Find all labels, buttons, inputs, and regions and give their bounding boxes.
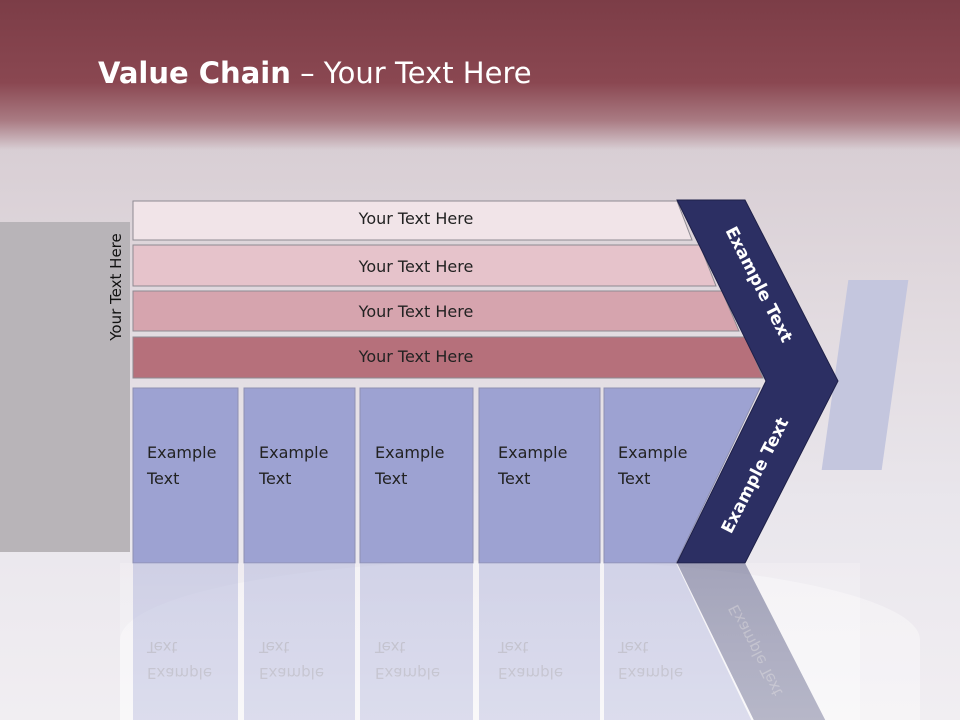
support-row: Your Text Here <box>132 336 764 379</box>
primary-column-shape <box>359 387 474 564</box>
support-row-label: Your Text Here <box>358 209 474 228</box>
primary-column: Example Text <box>132 387 239 564</box>
primary-column-line1: Example <box>618 443 687 462</box>
title-bar <box>0 0 960 150</box>
primary-column-shape <box>243 387 356 564</box>
primary-column-line2: Text <box>146 469 179 488</box>
primary-column-shape <box>478 387 601 564</box>
title-bold: Value Chain <box>98 56 291 90</box>
primary-column-line1: Example <box>498 443 567 462</box>
support-row-shape <box>132 200 693 241</box>
support-row-shape <box>132 336 764 379</box>
primary-column-line1: Example <box>147 443 216 462</box>
support-row: Your Text Here <box>132 200 693 241</box>
support-row: Your Text Here <box>132 244 717 287</box>
primary-column-shape <box>132 387 239 564</box>
support-row-shape <box>132 244 717 287</box>
support-row-shape <box>132 290 740 332</box>
primary-column: Example Text <box>359 387 474 564</box>
primary-column-line2: Text <box>258 469 291 488</box>
primary-column-line2: Text <box>374 469 407 488</box>
support-rows: Your Text Here Your Text Here Your Text … <box>132 200 764 379</box>
reflection-fade <box>120 563 860 720</box>
primary-column-line1: Example <box>259 443 328 462</box>
primary-column-line2: Text <box>497 469 530 488</box>
title-rest: – Your Text Here <box>290 56 532 90</box>
primary-column: Example Text <box>478 387 601 564</box>
primary-column: Example Text <box>243 387 356 564</box>
support-row-label: Your Text Here <box>358 347 474 366</box>
support-row-label: Your Text Here <box>358 302 474 321</box>
background-monitor <box>0 222 130 552</box>
support-row: Your Text Here <box>132 290 740 332</box>
primary-columns: Example Text Example Text Example Text E… <box>132 387 761 564</box>
slide-title: Value Chain – Your Text Here <box>98 56 532 90</box>
primary-column-line1: Example <box>375 443 444 462</box>
support-row-label: Your Text Here <box>358 257 474 276</box>
primary-column-line2: Text <box>617 469 650 488</box>
